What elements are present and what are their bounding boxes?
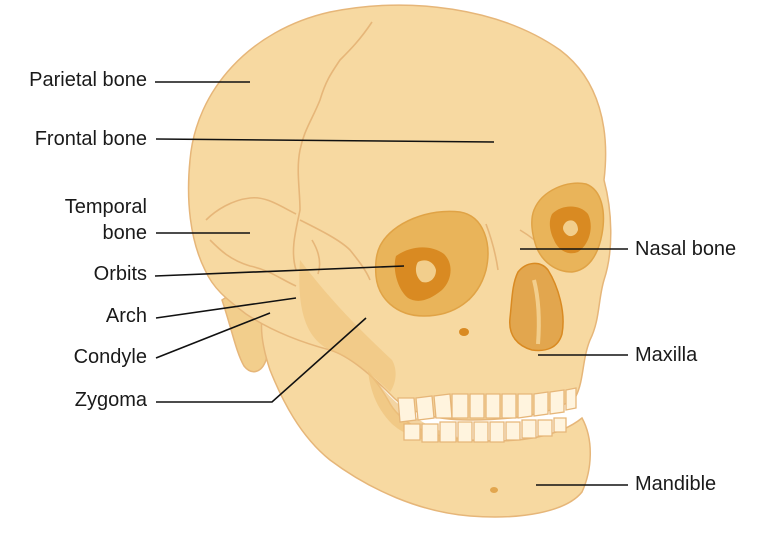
leader-condyle [155, 312, 271, 359]
suture-lines [205, 21, 549, 301]
label-orbits: Orbits [93, 263, 147, 285]
label-temporal: Temporal [64, 196, 147, 218]
right-orbit-highlight [563, 220, 578, 237]
leader-zygoma [156, 317, 367, 403]
label-mandible: Mandible [635, 473, 717, 495]
foramen-chin [490, 487, 498, 493]
jaw-shading [368, 370, 470, 443]
label-maxilla: Maxilla [635, 344, 698, 366]
face-side-shading [299, 260, 396, 392]
foramen-left [459, 328, 469, 336]
left-orbit-highlight [415, 260, 436, 283]
label-frontal-bone: Frontal bone [34, 128, 147, 150]
leader-frontal [155, 138, 495, 143]
nasal-septum [532, 279, 541, 345]
leader-orbits [154, 265, 405, 277]
teeth [397, 387, 577, 443]
leader-lines [154, 81, 628, 486]
label-zygoma: Zygoma [74, 389, 147, 411]
cranium-shape [187, 4, 612, 421]
label-parietal-bone: Parietal bone [29, 69, 147, 91]
label-temporal-bone: bone [102, 222, 148, 244]
leader-arch [155, 297, 297, 319]
label-arch: Arch [105, 305, 147, 327]
label-nasal-bone: Nasal bone [635, 238, 737, 260]
label-condyle: Condyle [73, 346, 147, 368]
